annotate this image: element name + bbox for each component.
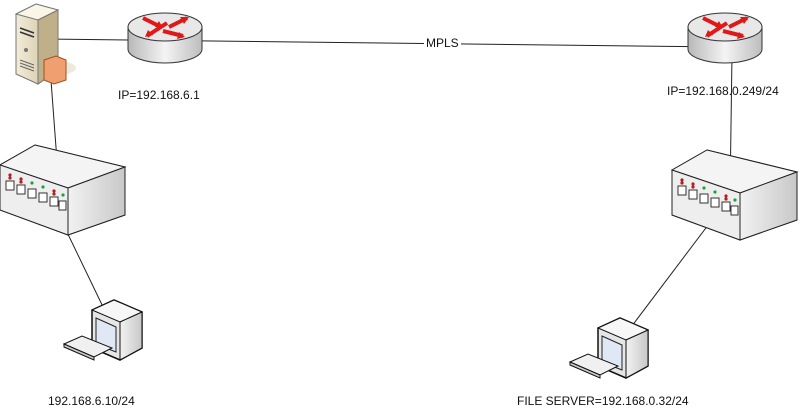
server-icon	[14, 3, 76, 85]
left-pc-icon	[63, 299, 143, 361]
right-router-icon	[686, 11, 764, 65]
left-router-icon	[126, 11, 204, 65]
left-switch-icon	[0, 144, 126, 236]
mpls-label: MPLS	[424, 36, 461, 50]
left-router-label: IP=192.168.6.1	[118, 88, 200, 102]
right-switch-icon	[671, 149, 798, 241]
right-router-label: IP=192.168.0.249/24	[667, 84, 779, 98]
file-server-pc-icon	[569, 317, 649, 379]
file-server-label: FILE SERVER=192.168.0.32/24	[517, 394, 689, 408]
left-pc-label: 192.168.6.10/24	[48, 394, 135, 408]
